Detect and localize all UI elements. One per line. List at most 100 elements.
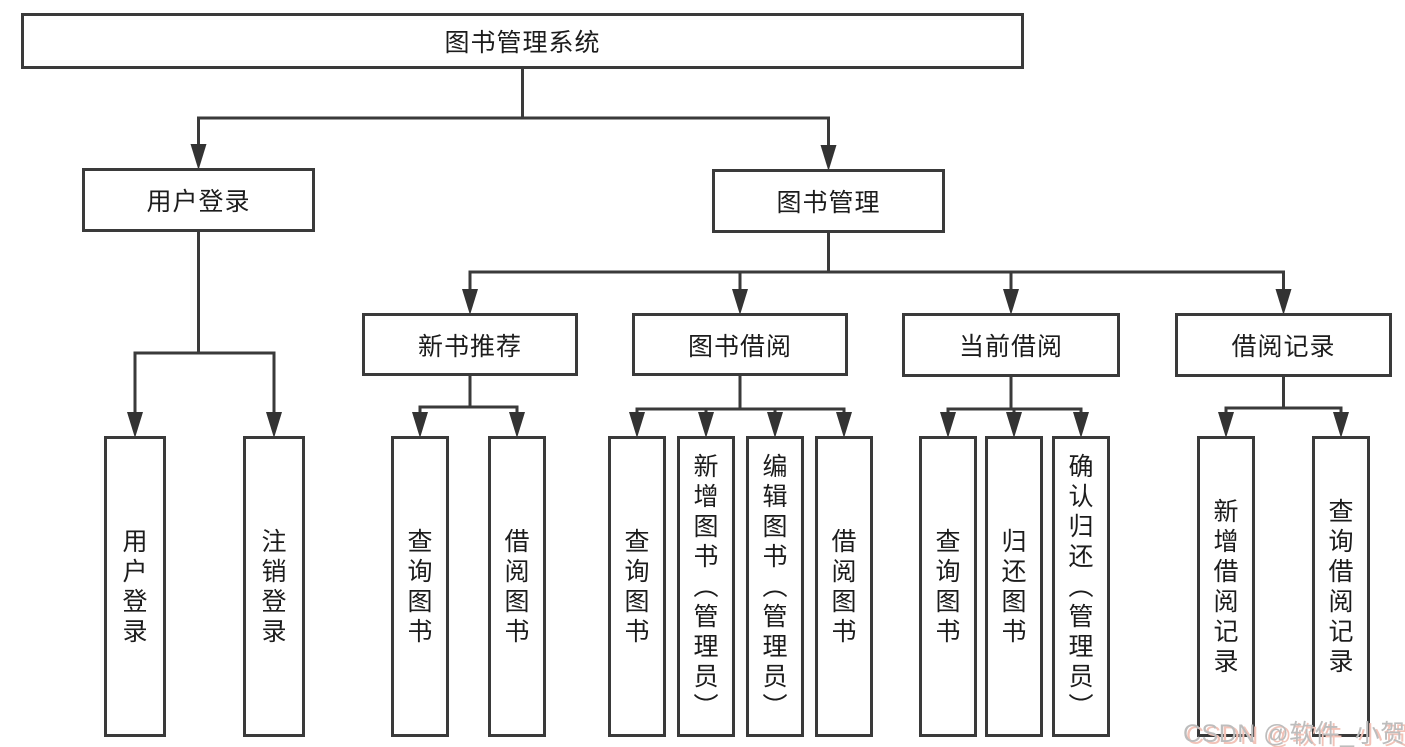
diagram-node-borrow: 图书借阅 (632, 313, 848, 376)
vertical-label-glyph: ︵ (762, 572, 788, 601)
diagram-node-mgmt: 图书管理 (712, 169, 945, 233)
arrowhead-icon (412, 412, 428, 438)
node-label: 图书管理系统 (444, 29, 601, 57)
node-label: 图书管理 (776, 189, 881, 217)
vertical-label-glyph: 图 (693, 512, 719, 541)
vertical-label-glyph: 录 (1213, 647, 1239, 676)
vertical-label-glyph: 新 (1213, 497, 1239, 526)
vertical-label-glyph: ︶ (1068, 692, 1094, 721)
arrowhead-icon (462, 289, 478, 315)
vertical-label-glyph: 图 (935, 587, 961, 616)
vertical-label-glyph: 图 (624, 587, 650, 616)
vertical-label-glyph: 编 (762, 452, 788, 481)
arrowhead-icon (1218, 412, 1234, 438)
arrowhead-icon (629, 412, 645, 438)
node-label: 用户登录 (146, 188, 251, 216)
vertical-label-glyph: 图 (1001, 587, 1027, 616)
vertical-label-glyph: 查 (1328, 497, 1354, 526)
vertical-label-glyph: 书 (407, 617, 433, 646)
arrowhead-icon (190, 144, 207, 170)
arrowhead-icon (1073, 412, 1089, 438)
arrowhead-icon (509, 412, 525, 438)
vertical-label-glyph: 增 (693, 482, 719, 511)
diagram-node-records: 借阅记录 (1175, 313, 1392, 377)
vertical-label-glyph: 查 (407, 527, 433, 556)
vertical-label-glyph: 询 (1328, 527, 1354, 556)
diagram-node-current-query: 查询图书 (919, 436, 977, 737)
vertical-label-glyph: 注 (261, 527, 287, 556)
vertical-label-glyph: ︵ (693, 572, 719, 601)
diagram-node-rec-query: 查询图书 (391, 436, 449, 737)
node-label: 新书推荐 (417, 332, 522, 361)
arrowhead-icon (266, 412, 282, 438)
diagram-node-borrow-query: 查询图书 (608, 436, 666, 737)
vertical-label-glyph: 查 (935, 527, 961, 556)
vertical-label-glyph: 确 (1068, 452, 1094, 481)
vertical-label-glyph: 员 (1068, 662, 1094, 691)
arrowhead-icon (940, 412, 956, 438)
node-label: 图书借阅 (687, 332, 792, 361)
vertical-label-glyph: 书 (762, 542, 788, 571)
vertical-label-glyph: 图 (407, 587, 433, 616)
vertical-label-glyph: 新 (693, 452, 719, 481)
vertical-label-glyph: 录 (122, 617, 148, 646)
vertical-label-glyph: 员 (693, 662, 719, 691)
vertical-label-glyph: 归 (1068, 512, 1094, 541)
vertical-label-glyph: ︵ (1068, 572, 1094, 601)
vertical-label-glyph: 管 (762, 602, 788, 631)
arrowhead-icon (1003, 289, 1019, 315)
vertical-label-glyph: 阅 (504, 557, 530, 586)
vertical-label-glyph: 询 (935, 557, 961, 586)
arrowhead-icon (820, 145, 837, 171)
arrowhead-icon (836, 412, 852, 438)
diagram-node-borrow-borrow: 借阅图书 (815, 436, 873, 737)
vertical-label-glyph: 还 (1001, 557, 1027, 586)
arrowhead-icon (127, 412, 143, 438)
vertical-label-glyph: 图 (762, 512, 788, 541)
diagram-node-login-logout: 注销登录 (243, 436, 305, 737)
vertical-label-glyph: 认 (1068, 482, 1094, 511)
arrowhead-icon (1006, 412, 1022, 438)
arrowhead-icon (1333, 412, 1349, 438)
diagram-node-current-confirm: 确认归还︵管理员︶ (1052, 436, 1110, 737)
vertical-label-glyph: 辑 (762, 482, 788, 511)
vertical-label-glyph: 记 (1328, 617, 1354, 646)
vertical-label-glyph: 还 (1068, 542, 1094, 571)
diagram-node-records-query: 查询借阅记录 (1312, 436, 1370, 737)
vertical-label-glyph: 书 (693, 542, 719, 571)
node-label: 当前借阅 (958, 333, 1063, 361)
vertical-label-glyph: 管 (1068, 602, 1094, 631)
vertical-label-glyph: 录 (1328, 647, 1354, 676)
arrowhead-icon (1275, 289, 1292, 315)
vertical-label-glyph: 销 (261, 557, 287, 586)
vertical-label-glyph: 书 (504, 617, 530, 646)
vertical-label-glyph: 增 (1213, 527, 1239, 556)
vertical-label-glyph: 书 (1001, 617, 1027, 646)
vertical-label-glyph: 登 (122, 587, 148, 616)
vertical-label-glyph: 员 (762, 662, 788, 691)
vertical-label-glyph: 理 (762, 632, 788, 661)
vertical-label-glyph: 管 (693, 602, 719, 631)
arrowhead-icon (767, 412, 783, 438)
vertical-label-glyph: 书 (624, 617, 650, 646)
arrowhead-icon (732, 289, 748, 315)
diagram-node-login: 用户登录 (82, 168, 315, 232)
vertical-label-glyph: 用 (122, 527, 148, 556)
vertical-label-glyph: 图 (504, 587, 530, 616)
vertical-label-glyph: 阅 (831, 557, 857, 586)
diagram-node-current-return: 归还图书 (985, 436, 1043, 737)
vertical-label-glyph: 图 (831, 587, 857, 616)
vertical-label-glyph: 户 (122, 557, 148, 586)
vertical-label-glyph: 记 (1213, 617, 1239, 646)
vertical-label-glyph: 书 (935, 617, 961, 646)
diagram-node-rec: 新书推荐 (362, 313, 578, 376)
vertical-label-glyph: 借 (1213, 557, 1239, 586)
vertical-label-glyph: 理 (693, 632, 719, 661)
vertical-label-glyph: ︶ (762, 692, 788, 721)
diagram-node-login-user: 用户登录 (104, 436, 166, 737)
vertical-label-glyph: 借 (504, 527, 530, 556)
vertical-label-glyph: 录 (261, 617, 287, 646)
vertical-label-glyph: 查 (624, 527, 650, 556)
